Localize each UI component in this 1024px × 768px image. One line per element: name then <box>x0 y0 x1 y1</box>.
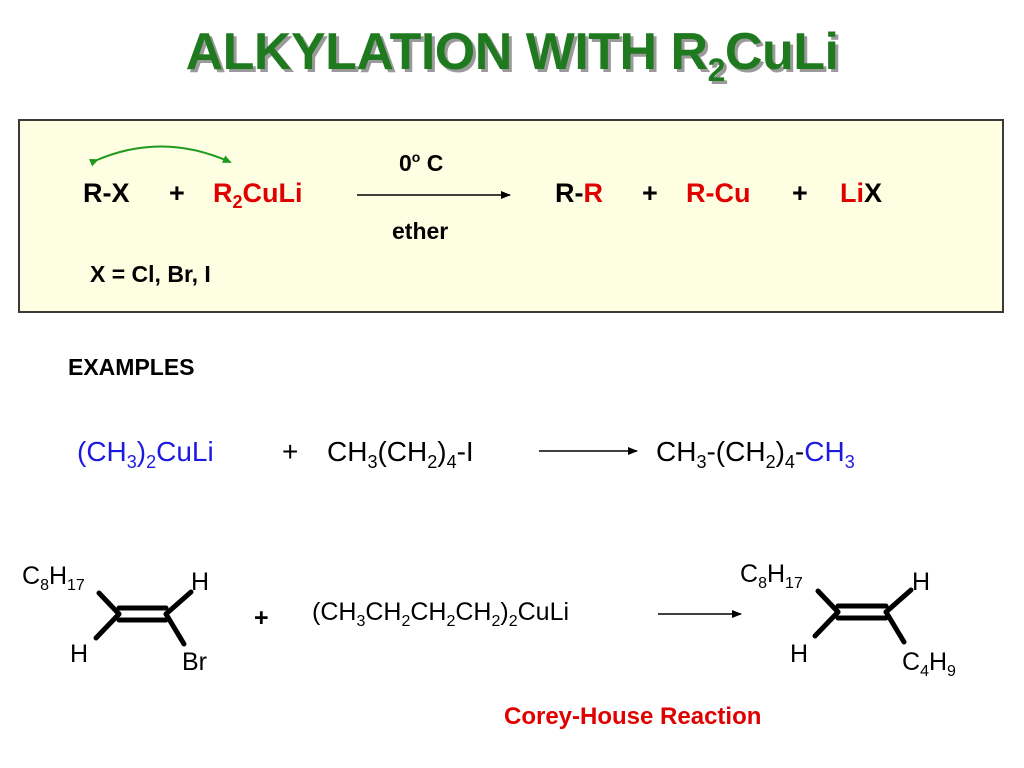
left-alkene-c8h17: C8H17 <box>22 562 85 594</box>
alkylcopper-product: R-Cu <box>686 178 751 208</box>
right-alkene-c8h17: C8H17 <box>740 560 803 592</box>
curved-exchange-arrow <box>88 145 232 167</box>
coupled-product: R-R <box>555 178 603 208</box>
solvent-condition: ether <box>392 218 449 244</box>
reaction-name: Corey-House Reaction <box>504 703 762 730</box>
example1-substrate: CH3(CH2)4-I <box>327 436 474 472</box>
example1-reagent: (CH3)2CuLi <box>77 436 214 472</box>
plus-sign-1: + <box>169 178 185 208</box>
right-alkene-h-bottom: H <box>790 640 809 668</box>
cuprate-reagent: R2CuLi <box>213 178 303 212</box>
halide-note: X = Cl, Br, I <box>90 261 211 287</box>
examples-heading: EXAMPLES <box>68 354 195 380</box>
right-alkene-c4h9: C4H9 <box>902 648 956 680</box>
right-alkene-h-top: H <box>912 568 931 596</box>
left-alkene-br: Br <box>182 648 207 676</box>
lithium-halide-product: LiX <box>840 178 883 208</box>
example1-plus: + <box>282 436 299 467</box>
temperature-condition: 0o C <box>399 149 444 176</box>
example2-plus: + <box>254 604 269 632</box>
plus-sign-2: + <box>642 178 658 208</box>
example2-reagent: (CH3CH2CH2CH2)2CuLi <box>312 598 570 630</box>
slide-title: ALKYLATION WITH R2CuLi <box>185 23 839 88</box>
right-alkene-bonds <box>812 587 914 645</box>
left-alkene-h-bottom: H <box>70 640 89 668</box>
left-alkene-h-top: H <box>191 568 210 596</box>
alkyl-halide: R-X <box>83 178 130 208</box>
example1-product: CH3-(CH2)4-CH3 <box>656 436 855 472</box>
left-alkene-bonds <box>93 589 194 647</box>
plus-sign-3: + <box>792 178 808 208</box>
general-reaction-box <box>18 119 1004 313</box>
